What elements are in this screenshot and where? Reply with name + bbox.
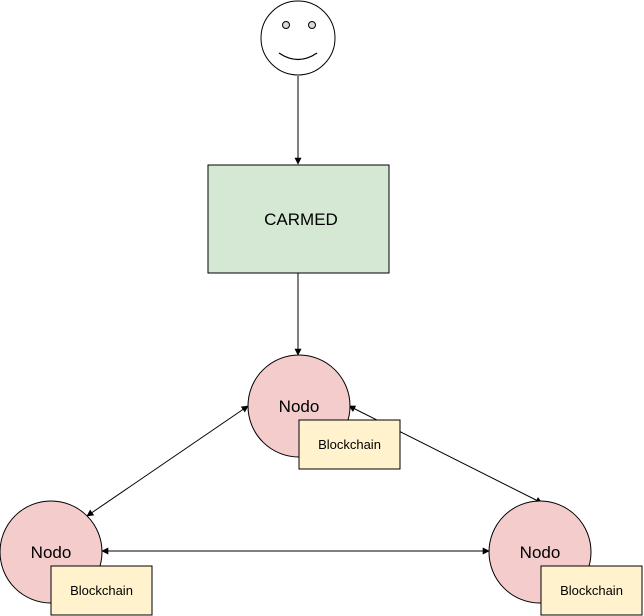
user-smile (278, 52, 318, 61)
node-left-label: Nodo (31, 543, 72, 562)
user-left-eye (282, 21, 290, 29)
node-top-ledger-box (298, 419, 401, 470)
system-box-rect (207, 164, 390, 274)
node-left-ledger-label: Blockchain (70, 583, 133, 598)
user-right-eye (308, 21, 316, 29)
node-right: Nodo Blockchain (488, 500, 643, 616)
node-right-label: Nodo (520, 543, 561, 562)
smiley-face-icon (260, 0, 336, 76)
node-right-ledger-label: Blockchain (560, 583, 623, 598)
node-left: Nodo Blockchain (0, 500, 153, 616)
node-left-ledger-box (50, 565, 153, 616)
node-right-ledger-box (540, 565, 643, 616)
node-top-ledger-label: Blockchain (318, 437, 381, 452)
system-box: CARMED (207, 164, 390, 274)
user-head (260, 0, 336, 76)
edge-node-top-node-left (86, 405, 249, 517)
node-top-label: Nodo (279, 397, 320, 416)
node-top: Nodo Blockchain (247, 354, 401, 470)
system-box-label: CARMED (264, 210, 338, 229)
